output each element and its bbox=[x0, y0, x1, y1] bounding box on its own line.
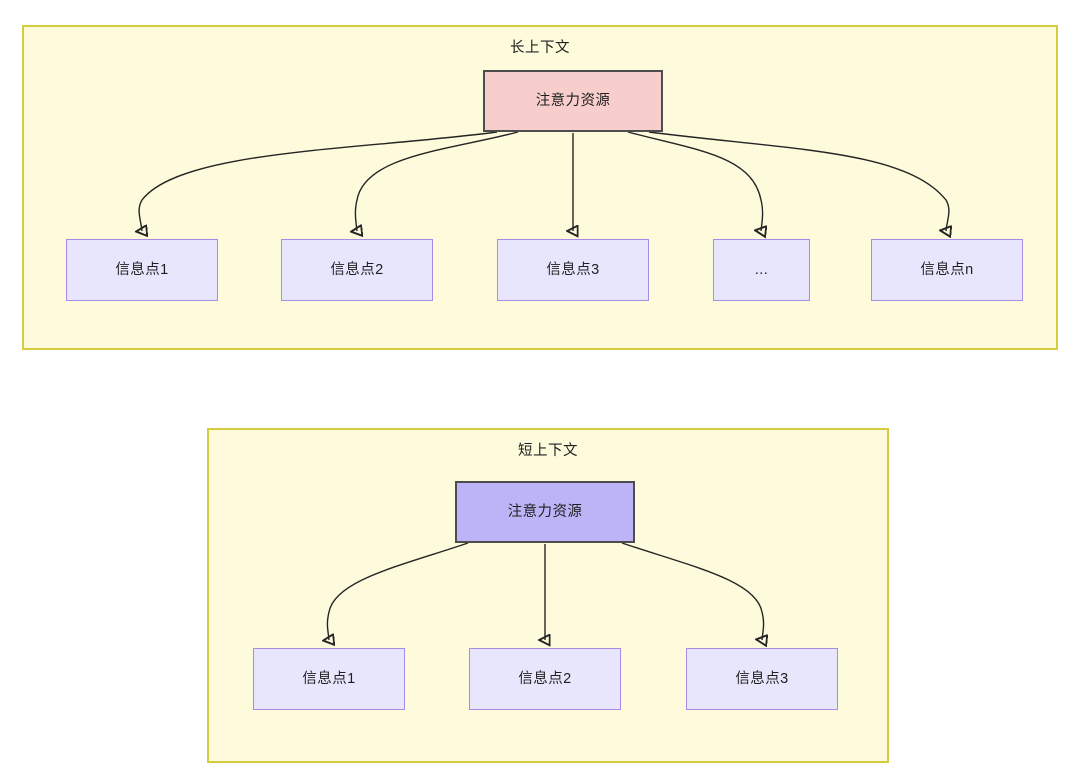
group-short-context: 短上下文 bbox=[207, 428, 889, 763]
node-info-long-ellipsis-label: ... bbox=[754, 261, 769, 278]
node-attention-long-context-label: 注意力资源 bbox=[535, 92, 611, 109]
group-short-context-title: 短上下文 bbox=[518, 443, 578, 459]
group-long-context-title: 长上下文 bbox=[510, 40, 570, 56]
node-info-long-3-label: 信息点3 bbox=[546, 261, 600, 278]
node-info-long-1-label: 信息点1 bbox=[115, 261, 169, 278]
node-info-short-1-label: 信息点1 bbox=[302, 670, 356, 687]
node-info-long-2-label: 信息点2 bbox=[330, 261, 384, 278]
node-info-short-1[interactable]: 信息点1 bbox=[253, 648, 405, 710]
node-info-long-1[interactable]: 信息点1 bbox=[66, 239, 218, 301]
node-attention-long-context[interactable]: 注意力资源 bbox=[483, 70, 663, 132]
node-info-long-n-label: 信息点n bbox=[920, 261, 974, 278]
node-info-short-3[interactable]: 信息点3 bbox=[686, 648, 838, 710]
node-attention-short-context[interactable]: 注意力资源 bbox=[455, 481, 635, 543]
node-info-long-ellipsis[interactable]: ... bbox=[713, 239, 810, 301]
node-info-short-2[interactable]: 信息点2 bbox=[469, 648, 621, 710]
node-info-short-3-label: 信息点3 bbox=[735, 670, 789, 687]
node-info-short-2-label: 信息点2 bbox=[518, 670, 572, 687]
node-info-long-2[interactable]: 信息点2 bbox=[281, 239, 433, 301]
node-info-long-n[interactable]: 信息点n bbox=[871, 239, 1023, 301]
node-attention-short-context-label: 注意力资源 bbox=[507, 503, 583, 520]
node-info-long-3[interactable]: 信息点3 bbox=[497, 239, 649, 301]
